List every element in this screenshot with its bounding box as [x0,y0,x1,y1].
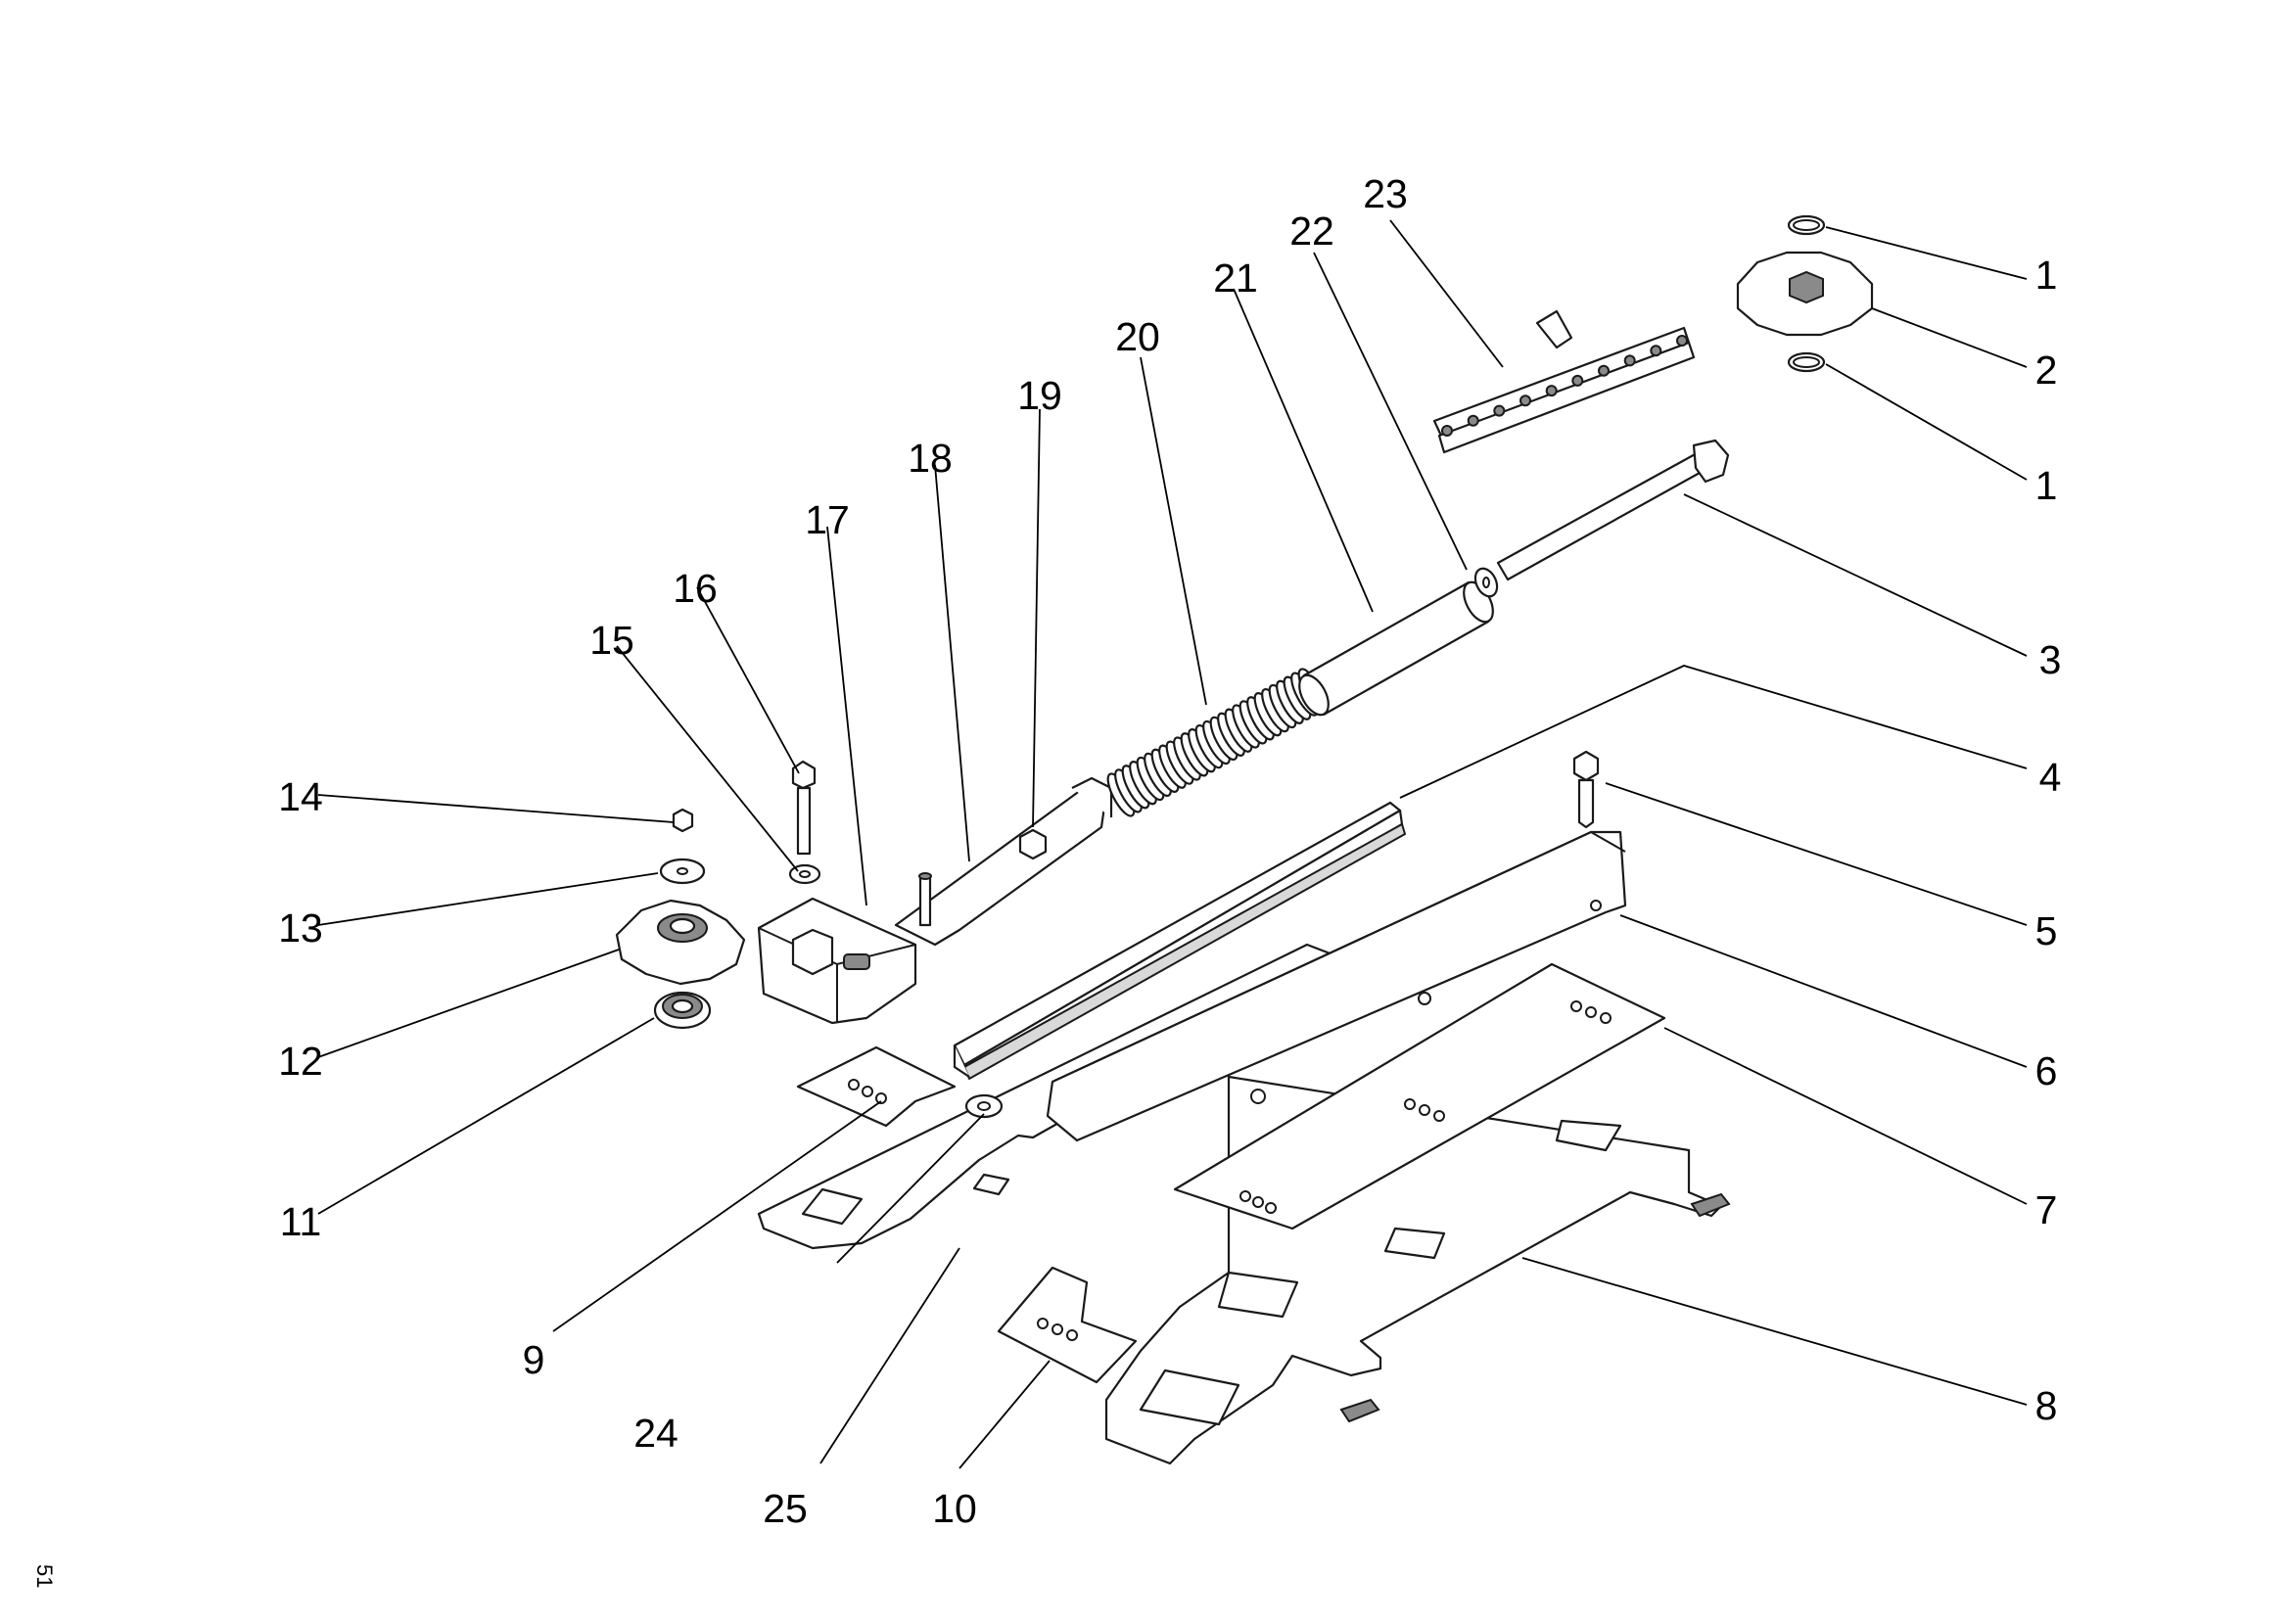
part-6-angle-bracket [1046,830,1627,1142]
callout-20: 20 [1115,314,1160,359]
part-11-bearing [653,991,712,1030]
callout-9: 9 [523,1337,545,1382]
callout-25: 25 [763,1486,808,1531]
part-13-washer [659,858,706,885]
callout-11: 11 [280,1199,322,1244]
callout-14: 14 [278,774,323,819]
part-10-small-plate [997,1266,1138,1384]
callout-1-top: 1 [2035,253,2058,298]
part-14-nut [672,808,694,833]
callout-7: 7 [2035,1187,2058,1232]
part-24-washer [964,1093,1004,1119]
part-7-wear-plate [1173,962,1666,1230]
part-1-circlip-top [1787,214,1826,236]
part-16-bolt [791,760,817,856]
part-12-idler-sprocket [615,899,746,986]
callout-21: 21 [1213,255,1258,301]
callout-1-bottom: 1 [2035,463,2058,508]
callout-5: 5 [2035,908,2058,953]
callout-8: 8 [2035,1383,2058,1428]
callout-12: 12 [278,1039,323,1084]
part-22-washer [1473,567,1499,598]
callout-4: 4 [2039,755,2062,800]
callout-16: 16 [673,566,718,611]
part-9-small-plate [796,1045,957,1128]
part-20-spring [1106,668,1327,817]
callout-2: 2 [2035,348,2058,393]
part-23-chain [1432,309,1696,454]
part-5-bolt [1572,750,1600,829]
part-4-channel-rail [953,801,1406,1080]
callout-6: 6 [2035,1048,2058,1093]
callout-19: 19 [1017,373,1062,418]
callout-24: 24 [633,1411,678,1456]
part-21-spacer-tube [1298,580,1494,717]
callout-labels: 1 2 1 3 4 5 6 7 8 9 10 11 12 13 14 15 16… [278,171,2061,1531]
callout-13: 13 [278,905,323,951]
part-2-drive-sprocket [1736,251,1874,337]
callout-18: 18 [908,436,953,481]
callout-22: 22 [1289,209,1334,254]
callout-3: 3 [2039,637,2062,682]
callout-17: 17 [805,497,850,542]
leader-lines [317,219,2028,1469]
part-18-tension-arm [894,776,1113,947]
callout-10: 10 [932,1486,977,1531]
part-17-tensioner-block [757,897,917,1025]
part-3-long-bolt [1496,439,1730,581]
callout-15: 15 [589,618,634,663]
part-19-nut [1018,828,1048,860]
part-1-circlip-bottom [1787,351,1826,373]
callout-23: 23 [1363,171,1408,216]
page-number: 51 [32,1564,57,1588]
